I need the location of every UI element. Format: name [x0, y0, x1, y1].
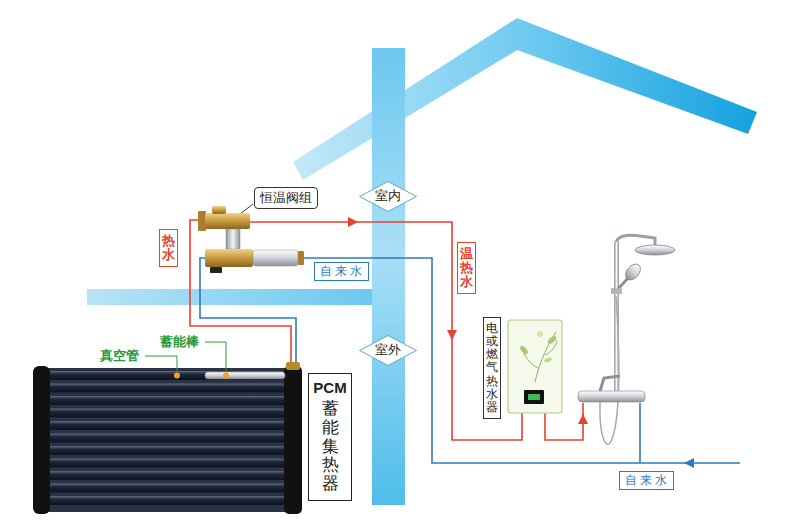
wall: [372, 48, 405, 505]
shower-head: [635, 245, 675, 255]
node-text: 电或燃气热水器: [486, 322, 498, 414]
heater-leaf: [547, 335, 558, 345]
header-fitting: [286, 362, 300, 370]
node-text: 自来水: [625, 473, 670, 488]
filter-nut: [298, 251, 304, 265]
storage-rod: [205, 372, 285, 379]
valve-knob: [212, 206, 226, 214]
shower-arm: [616, 235, 655, 246]
shower-hose: [600, 296, 619, 444]
shower-set: [578, 235, 675, 444]
vacuum-tubes: [48, 471, 286, 480]
roof: [293, 18, 757, 180]
vacuum-tubes: [48, 434, 286, 443]
arrow-up: [578, 414, 588, 424]
mixer-body: [578, 391, 645, 402]
rod-leader: [205, 342, 226, 371]
valve-nut: [198, 211, 206, 231]
region-diamond: 室外: [359, 335, 417, 366]
vacuum-tubes: [48, 384, 286, 393]
node-text: 蓄能集热器: [322, 400, 339, 493]
collector-header: [284, 366, 302, 514]
hot-pipe: [190, 220, 291, 362]
part-label: 真空管: [100, 348, 139, 364]
diamond-shape: [360, 335, 417, 365]
filter: [253, 250, 298, 266]
arrow-left: [684, 458, 694, 468]
slider: [611, 288, 622, 294]
tube-dot: [174, 373, 180, 379]
flow-arrows: [348, 217, 694, 468]
mixer-lever: [600, 376, 620, 391]
arrow-down: [447, 330, 457, 340]
heater-display-glow: [528, 394, 540, 400]
device-label-box: 电或燃气热水器: [483, 317, 501, 419]
diamond-shape: [360, 181, 417, 211]
collector-back: [44, 368, 290, 512]
vacuum-tubes: [48, 446, 286, 455]
pipe-label-box: 温热水: [457, 242, 476, 295]
arrow-right: [348, 217, 358, 227]
valve-handle: [210, 267, 222, 273]
node-text: 温热水: [460, 247, 473, 290]
vacuum-tubes: [48, 396, 286, 405]
heater-body: [508, 320, 562, 413]
heater-leaf: [519, 345, 529, 356]
node-text: 室内: [375, 189, 401, 204]
node-text: 热水: [162, 234, 175, 263]
part-label: 蓄能棒: [160, 334, 199, 350]
warm-pipe: [250, 222, 522, 440]
supply-pipe: [200, 258, 296, 362]
mains-pipe: [304, 258, 740, 463]
device-label-box: PCM 蓄能集热器: [308, 373, 351, 500]
heater-floral: [522, 332, 557, 382]
pipe-label-box: 自来水: [314, 262, 369, 281]
rod-dot: [223, 373, 229, 379]
pipes: [190, 220, 740, 463]
valve-lower: [205, 249, 253, 267]
thermostat-body: [226, 229, 240, 249]
valve-leader: [240, 204, 253, 214]
pipe-label-box: 自来水: [619, 471, 674, 490]
node-text: 室外: [375, 343, 401, 358]
node-text: 自来水: [320, 264, 365, 279]
solar-collector: [33, 362, 302, 514]
heater-leaf: [544, 357, 553, 363]
vacuum-tubes: [48, 421, 286, 430]
node-text: 恒温阀组: [260, 190, 312, 206]
shower-cold-pipe: [639, 403, 641, 463]
floor-band: [87, 289, 374, 305]
water-heater: [508, 320, 562, 413]
tube-leader: [145, 356, 177, 371]
valve-upper: [205, 213, 250, 229]
leader-lines: [145, 204, 253, 371]
region-diamond: 室内: [359, 181, 417, 212]
vacuum-tubes: [48, 409, 286, 418]
node-text: PCM: [313, 379, 346, 397]
callout-box: 恒温阀组: [254, 187, 318, 209]
vacuum-tubes: [48, 496, 286, 505]
vacuum-tubes: [48, 371, 286, 380]
vacuum-tubes: [48, 371, 286, 505]
pipe-label-box: 热水: [159, 229, 178, 268]
collector-left-cap: [33, 366, 50, 514]
hand-shower-head: [623, 261, 644, 283]
heater-flower: [537, 331, 543, 337]
valve-group: [198, 206, 304, 273]
vacuum-tubes: [48, 459, 286, 468]
vacuum-tubes: [48, 484, 286, 493]
heater-display: [524, 390, 544, 404]
